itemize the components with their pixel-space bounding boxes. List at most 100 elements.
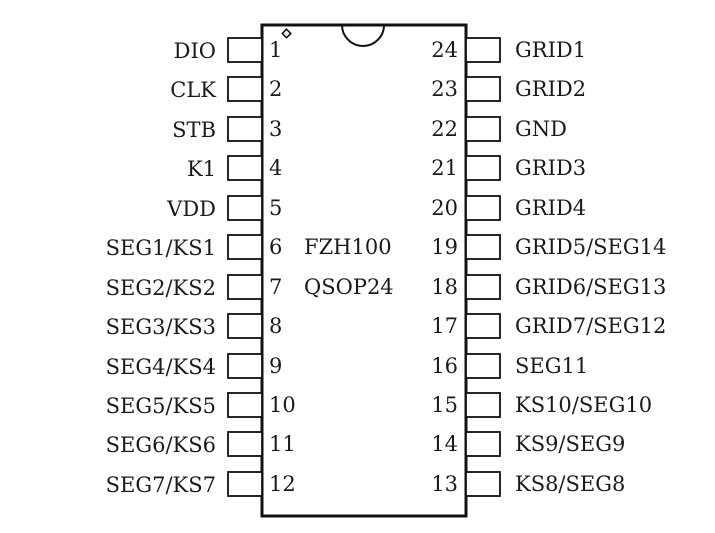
pin-label: CLK (170, 78, 216, 102)
pin-right-18: 18 GRID6/SEG13 (431, 274, 666, 300)
pin-label: SEG2/KS2 (106, 276, 216, 300)
pin-left-3: 3 STB (172, 116, 282, 142)
pin-number: 6 (269, 235, 282, 259)
pin-number: 17 (431, 314, 458, 338)
pin-number: 15 (431, 393, 458, 417)
pin-lead (465, 431, 501, 457)
pin-lead (465, 353, 501, 379)
pin-number: 19 (431, 235, 458, 259)
pin-left-6: 6 SEG1/KS1 (106, 234, 282, 260)
pin-lead (227, 431, 263, 457)
pin-lead (227, 313, 263, 339)
pin-left-7: 7 SEG2/KS2 (106, 274, 282, 300)
pin-label: SEG3/KS3 (106, 315, 216, 339)
pin-number: 22 (431, 117, 458, 141)
pin-right-23: 23 GRID2 (431, 76, 586, 102)
pin-right-19: 19 GRID5/SEG14 (431, 234, 666, 260)
pin-label: SEG11 (515, 354, 588, 378)
pin-lead (465, 76, 501, 102)
pin-lead (227, 76, 263, 102)
pin-label: GRID2 (515, 77, 586, 101)
pin-left-5: 5 VDD (166, 195, 282, 221)
pin-label: GRID7/SEG12 (515, 314, 666, 338)
pin-lead (227, 471, 263, 497)
pin-number: 20 (431, 196, 458, 220)
pin-right-17: 17 GRID7/SEG12 (431, 313, 666, 339)
pin-number: 5 (269, 196, 282, 220)
pin-label: DIO (174, 39, 216, 63)
pin-number: 2 (269, 77, 282, 101)
pin-label: SEG1/KS1 (106, 236, 216, 260)
pin-number: 12 (269, 472, 296, 496)
pin-number: 23 (431, 77, 458, 101)
pin-lead (465, 313, 501, 339)
pin-label: SEG6/KS6 (106, 433, 216, 457)
pin-label: GND (515, 117, 567, 141)
pin-number: 7 (269, 275, 282, 299)
pin-label: SEG5/KS5 (106, 394, 216, 418)
right-pin-column: 24 GRID1 23 GRID2 22 GND 21 GRID3 20 GRID4 19 GRID5… (431, 37, 666, 497)
pin-lead (465, 37, 501, 63)
pin-lead (227, 234, 263, 260)
pin-right-22: 22 GND (431, 116, 567, 142)
pin-label: GRID5/SEG14 (515, 235, 666, 259)
left-pin-column: 1DIO2CLK3STB4K15VDD6SEG1/KS17SEG2/KS28SE… (106, 37, 296, 497)
pin-number: 24 (431, 38, 458, 62)
pin-label: STB (172, 118, 216, 142)
pin-label: KS9/SEG9 (515, 432, 625, 456)
pin1-marker (281, 28, 292, 39)
pin-lead (465, 195, 501, 221)
pin-lead (465, 234, 501, 260)
pin-number: 10 (269, 393, 296, 417)
pin-number: 9 (269, 354, 282, 378)
pin-label: K1 (187, 157, 216, 181)
chip-package: QSOP24 (304, 275, 394, 299)
chip-body (260, 23, 468, 518)
pin-number: 13 (431, 472, 458, 496)
pin-number: 4 (269, 156, 282, 180)
pin-label: GRID4 (515, 196, 586, 220)
pin-left-2: 2 CLK (170, 76, 282, 102)
pin-left-9: 9 SEG4/KS4 (106, 353, 282, 379)
pin-label: KS10/SEG10 (515, 393, 652, 417)
pin-lead (227, 353, 263, 379)
pin-lead (227, 274, 263, 300)
pin-label: SEG7/KS7 (106, 473, 216, 497)
pin-lead (465, 471, 501, 497)
pin-left-4: 4 K1 (187, 155, 282, 181)
pin-right-21: 21 GRID3 (431, 155, 586, 181)
pin-lead (227, 116, 263, 142)
pin-lead (227, 392, 263, 418)
pin-label: GRID6/SEG13 (515, 275, 666, 299)
pin-lead (465, 274, 501, 300)
pin-number: 3 (269, 117, 282, 141)
pin-label: GRID1 (515, 38, 586, 62)
pin-label: SEG4/KS4 (106, 355, 216, 379)
pin-right-16: 16 SEG11 (431, 353, 588, 379)
pin-number: 16 (431, 354, 458, 378)
pin-lead (227, 195, 263, 221)
pin-left-8: 8 SEG3/KS3 (106, 313, 282, 339)
pin-number: 21 (431, 156, 458, 180)
pin-lead (227, 37, 263, 63)
pin-right-20: 20 GRID4 (431, 195, 586, 221)
pin-left-11: 11 SEG6/KS6 (106, 431, 296, 457)
pin-right-15: 15 KS10/SEG10 (431, 392, 652, 418)
chip-name: FZH100 (304, 235, 392, 259)
pin-number: 14 (431, 432, 458, 456)
pin-number: 18 (431, 275, 458, 299)
pin-left-10: 10 SEG5/KS5 (106, 392, 296, 418)
pin-label: VDD (166, 197, 216, 221)
pin-number: 8 (269, 314, 282, 338)
pin-right-24: 24 GRID1 (431, 37, 586, 63)
pin-number: 11 (269, 432, 296, 456)
pin-left-12: 12 SEG7/KS7 (106, 471, 296, 497)
pin-lead (227, 155, 263, 181)
pin-label: GRID3 (515, 156, 586, 180)
pin-left-1: 1 DIO (174, 37, 282, 63)
pin-number: 1 (269, 38, 282, 62)
pin-lead (465, 155, 501, 181)
pin-lead (465, 392, 501, 418)
